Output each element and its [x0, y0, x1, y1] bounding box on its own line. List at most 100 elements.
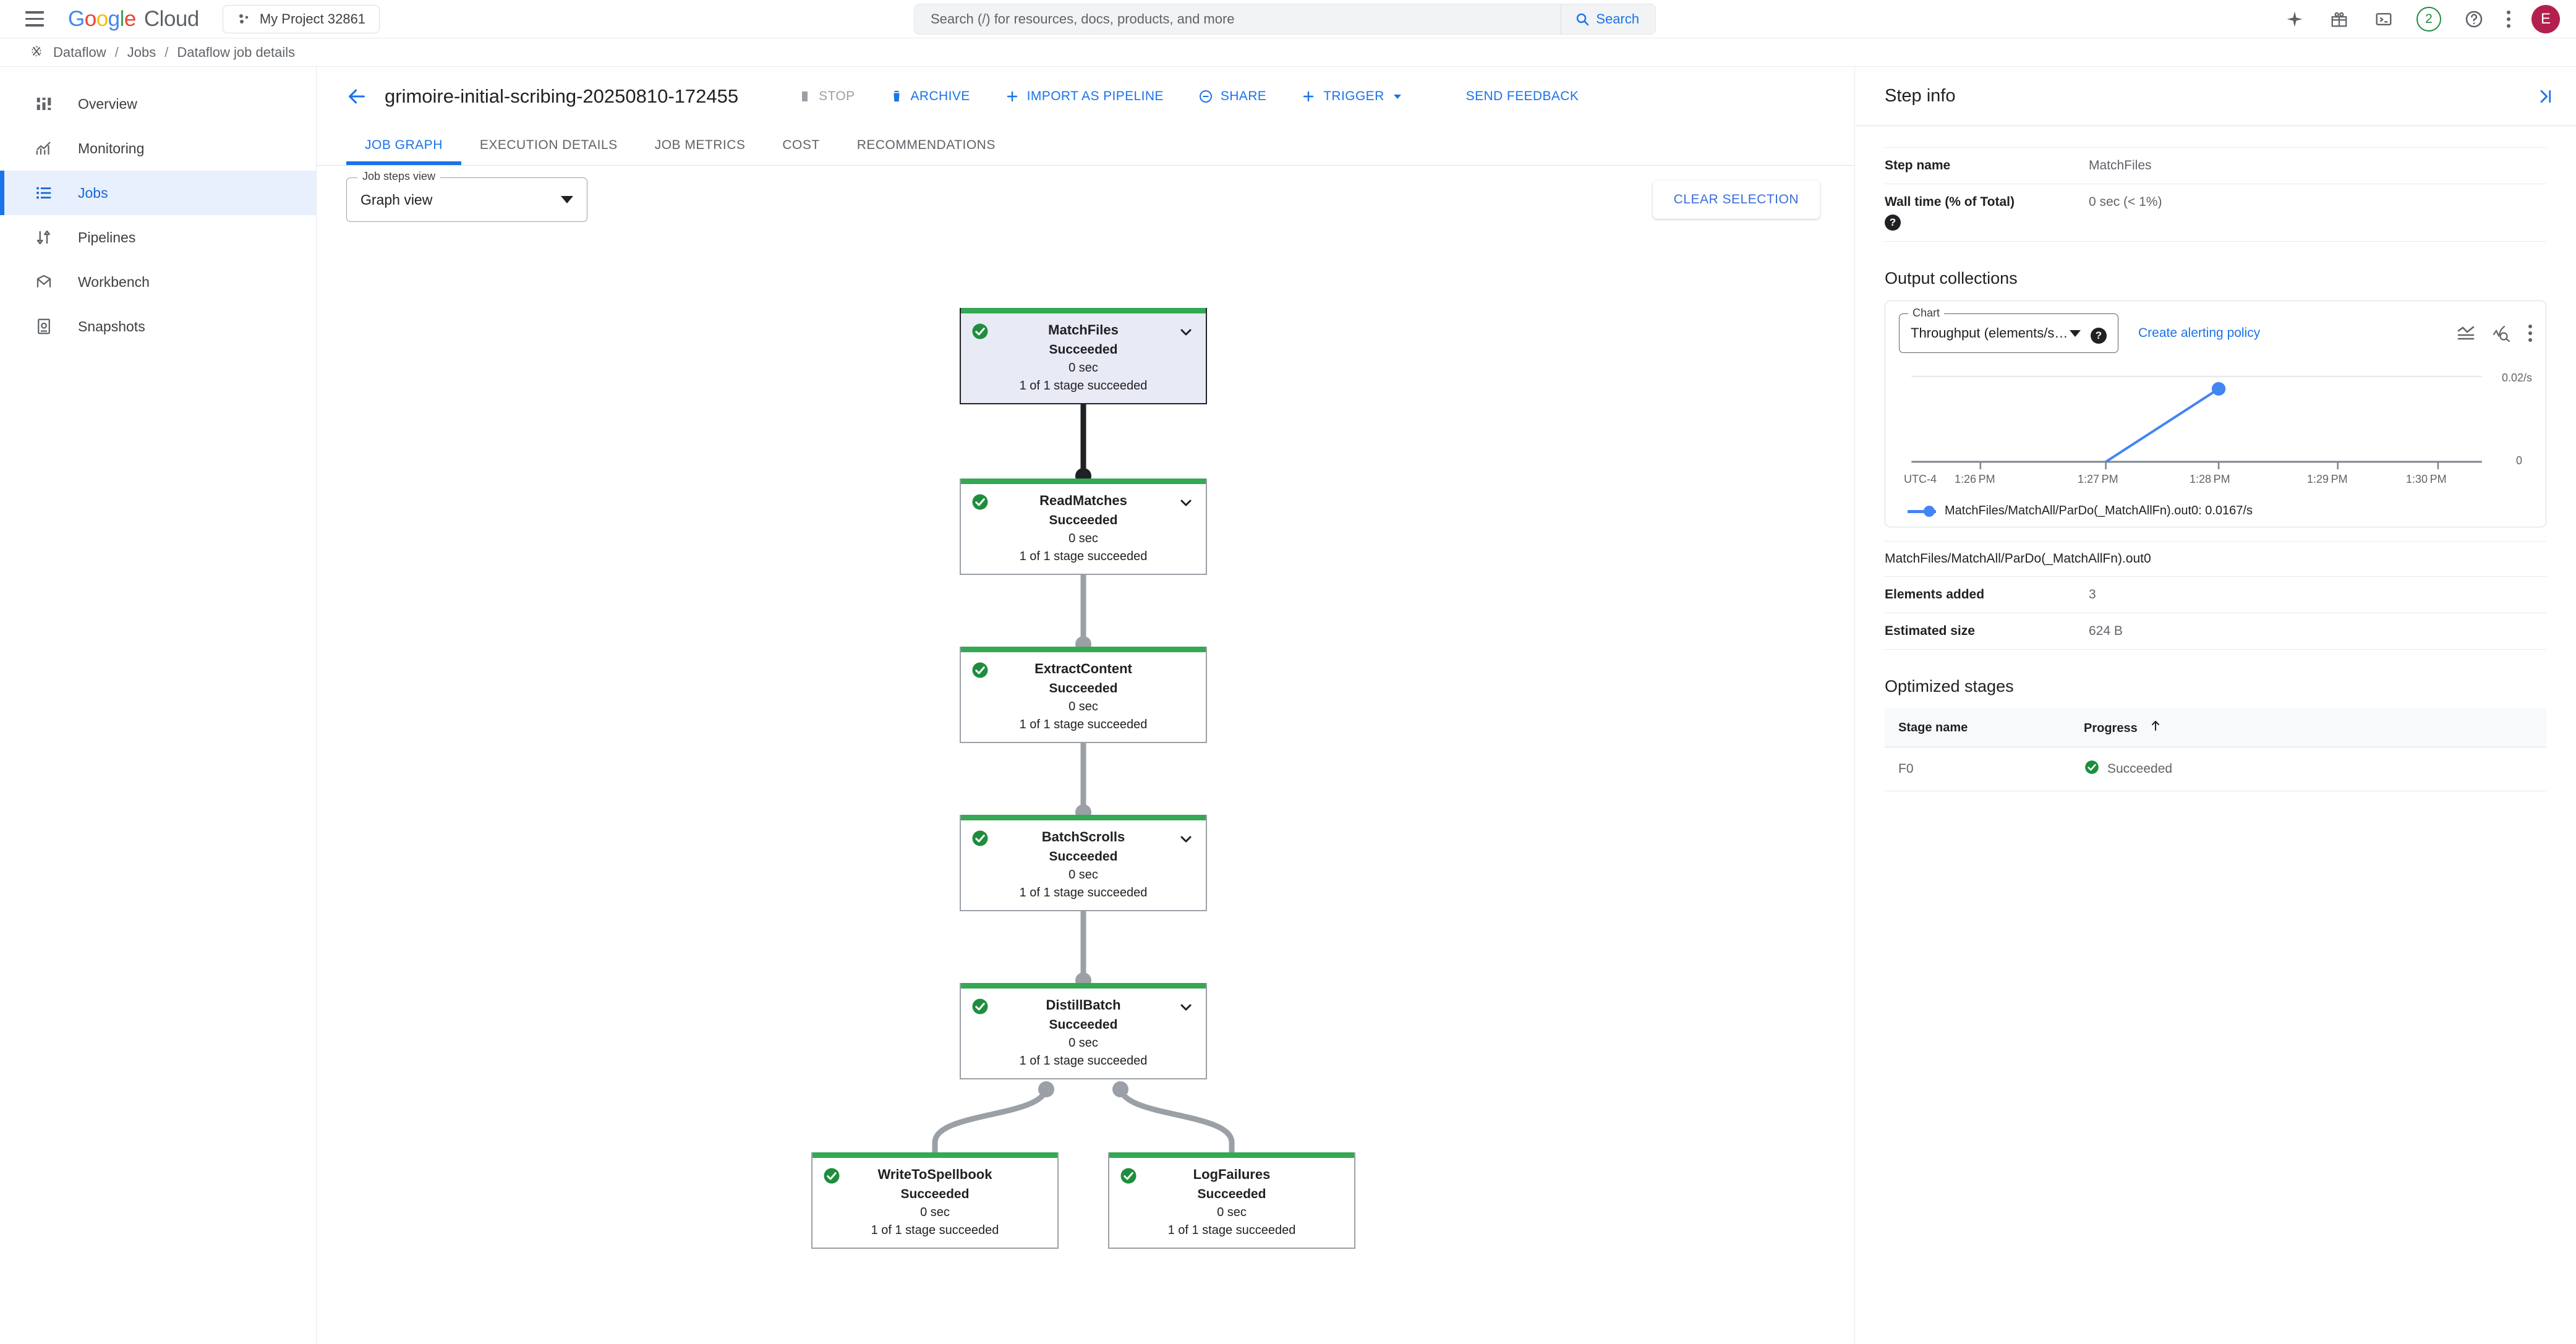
tab-job-metrics[interactable]: JOB METRICS: [654, 138, 746, 152]
chevron-down-icon: [561, 196, 573, 203]
collapse-panel-icon[interactable]: [2535, 87, 2554, 106]
search-button-label: Search: [1596, 11, 1639, 27]
chart-legend: MatchFiles/MatchAll/ParDo(_MatchAllFn).o…: [1899, 504, 2532, 518]
trigger-label: TRIGGER: [1323, 89, 1384, 103]
job-graph-canvas[interactable]: MatchFiles Succeeded 0 sec 1 of 1 stage …: [317, 234, 1854, 1344]
column-stage-name[interactable]: Stage name: [1885, 708, 2070, 747]
graph-node-extractcontent[interactable]: ExtractContent Succeeded 0 sec 1 of 1 st…: [960, 647, 1207, 743]
node-duration: 0 sec: [1068, 868, 1098, 882]
sidebar-item-workbench[interactable]: Workbench: [0, 260, 316, 304]
success-check-icon: [2084, 759, 2100, 779]
sidebar-item-snapshots[interactable]: Snapshots: [0, 304, 316, 349]
optimized-stages-title: Optimized stages: [1885, 677, 2014, 695]
legend-swatch-icon: [1908, 505, 1936, 517]
gift-icon[interactable]: [2327, 7, 2351, 31]
graph-node-matchfiles[interactable]: MatchFiles Succeeded 0 sec 1 of 1 stage …: [960, 308, 1207, 404]
search-input[interactable]: [915, 11, 1561, 27]
graph-node-writetospellbook[interactable]: WriteToSpellbook Succeeded 0 sec 1 of 1 …: [811, 1152, 1059, 1249]
project-selector[interactable]: My Project 32861: [222, 4, 380, 33]
node-status: Succeeded: [1049, 513, 1118, 527]
success-check-icon: [971, 997, 989, 1016]
cloud-shell-icon[interactable]: [2372, 7, 2395, 31]
chevron-down-icon[interactable]: [1179, 325, 1193, 342]
metrics-explorer-icon[interactable]: [2493, 325, 2511, 342]
breadcrumb-separator-1: /: [114, 44, 119, 60]
hamburger-menu-icon[interactable]: [19, 3, 51, 35]
graph-node-batchscrolls[interactable]: BatchScrolls Succeeded 0 sec 1 of 1 stag…: [960, 815, 1207, 911]
chevron-down-icon[interactable]: [1179, 831, 1193, 849]
chevron-down-icon[interactable]: [1179, 1000, 1193, 1018]
graph-node-logfailures[interactable]: LogFailures Succeeded 0 sec 1 of 1 stage…: [1108, 1152, 1355, 1249]
node-duration: 0 sec: [1068, 361, 1098, 375]
trigger-button[interactable]: TRIGGER: [1284, 79, 1420, 114]
archive-button[interactable]: ARCHIVE: [872, 79, 987, 114]
y-axis-min-label: 0: [2515, 454, 2522, 467]
throughput-chart-card: Chart Throughput (elements/s… ? Create a…: [1885, 300, 2546, 527]
back-arrow-icon[interactable]: [346, 86, 367, 107]
node-status: Succeeded: [1049, 342, 1118, 357]
tab-recommendations[interactable]: RECOMMENDATIONS: [856, 138, 996, 152]
chevron-down-icon[interactable]: [1179, 495, 1193, 513]
column-progress[interactable]: Progress: [2070, 708, 2546, 747]
stage-progress-label: Succeeded: [2107, 762, 2173, 776]
sidebar-item-jobs[interactable]: Jobs: [0, 171, 316, 215]
chevron-down-icon: [1392, 91, 1403, 102]
table-row[interactable]: F0 Succeeded: [1885, 747, 2546, 791]
graph-node-distillbatch[interactable]: DistillBatch Succeeded 0 sec 1 of 1 stag…: [960, 983, 1207, 1079]
breadcrumb-item-jobs[interactable]: Jobs: [127, 44, 156, 60]
more-options-icon[interactable]: [2507, 11, 2510, 28]
archive-label: ARCHIVE: [910, 89, 970, 103]
sidebar-item-overview[interactable]: Overview: [0, 82, 316, 126]
step-info-table: Step name MatchFiles Wall time (% of Tot…: [1885, 147, 2546, 242]
stacked-chart-icon[interactable]: [2457, 325, 2475, 341]
create-alerting-policy-link[interactable]: Create alerting policy: [2138, 326, 2261, 340]
help-icon[interactable]: ?: [2091, 328, 2107, 344]
node-status: Succeeded: [1049, 849, 1118, 864]
clear-selection-button[interactable]: CLEAR SELECTION: [1652, 181, 1820, 219]
notifications-icon[interactable]: 2: [2416, 7, 2441, 32]
node-stages: 1 of 1 stage succeeded: [1019, 379, 1148, 393]
import-as-pipeline-button[interactable]: IMPORT AS PIPELINE: [987, 79, 1181, 114]
chart-more-options-icon[interactable]: [2528, 325, 2532, 342]
sidebar-item-monitoring[interactable]: Monitoring: [0, 126, 316, 171]
breadcrumb-item-job-details[interactable]: Dataflow job details: [177, 44, 296, 60]
x-tick-2: 1:27 PM: [2078, 473, 2118, 485]
timezone-label: UTC-4: [1904, 473, 1937, 485]
plus-icon: [1005, 89, 1020, 104]
global-search[interactable]: Search: [914, 4, 1656, 35]
breadcrumb-separator-2: /: [164, 44, 169, 60]
step-name-value: MatchFiles: [2089, 158, 2152, 172]
main-content: grimoire-initial-scribing-20250810-17245…: [317, 67, 2576, 1344]
chart-select-value: Throughput (elements/s…: [1911, 325, 2068, 341]
gemini-spark-icon[interactable]: [2283, 7, 2306, 31]
node-status: Succeeded: [900, 1187, 970, 1201]
tab-job-graph[interactable]: JOB GRAPH: [346, 125, 461, 165]
sidebar-label-pipelines: Pipelines: [78, 229, 136, 245]
help-icon[interactable]: ?: [1885, 215, 1901, 231]
send-feedback-button[interactable]: SEND FEEDBACK: [1465, 89, 1579, 103]
stop-button[interactable]: STOP: [782, 79, 872, 114]
chart-type-select[interactable]: Chart Throughput (elements/s… ?: [1899, 307, 2118, 353]
sidebar-label-monitoring: Monitoring: [78, 140, 145, 156]
success-check-icon: [971, 829, 989, 848]
node-duration: 0 sec: [920, 1206, 950, 1219]
help-icon[interactable]: [2462, 7, 2486, 31]
avatar[interactable]: E: [2531, 5, 2560, 33]
jobs-icon: [32, 181, 56, 205]
search-button[interactable]: Search: [1561, 4, 1655, 34]
job-tabs: JOB GRAPH EXECUTION DETAILS JOB METRICS …: [317, 126, 1854, 166]
breadcrumb-item-dataflow[interactable]: Dataflow: [53, 44, 106, 60]
tab-cost[interactable]: COST: [782, 138, 820, 152]
dataflow-icon: [32, 45, 41, 56]
share-button[interactable]: SHARE: [1181, 79, 1284, 114]
graph-node-readmatches[interactable]: ReadMatches Succeeded 0 sec 1 of 1 stage…: [960, 478, 1207, 575]
share-icon: [1198, 89, 1213, 104]
success-check-icon: [822, 1167, 841, 1185]
node-status-bar: [961, 647, 1206, 652]
step-name-key: Step name: [1885, 158, 1951, 172]
job-steps-view-select[interactable]: Job steps view Graph view: [346, 170, 587, 222]
search-icon: [1577, 13, 1589, 26]
tab-execution-details[interactable]: EXECUTION DETAILS: [479, 138, 618, 152]
sidebar-item-pipelines[interactable]: Pipelines: [0, 215, 316, 260]
